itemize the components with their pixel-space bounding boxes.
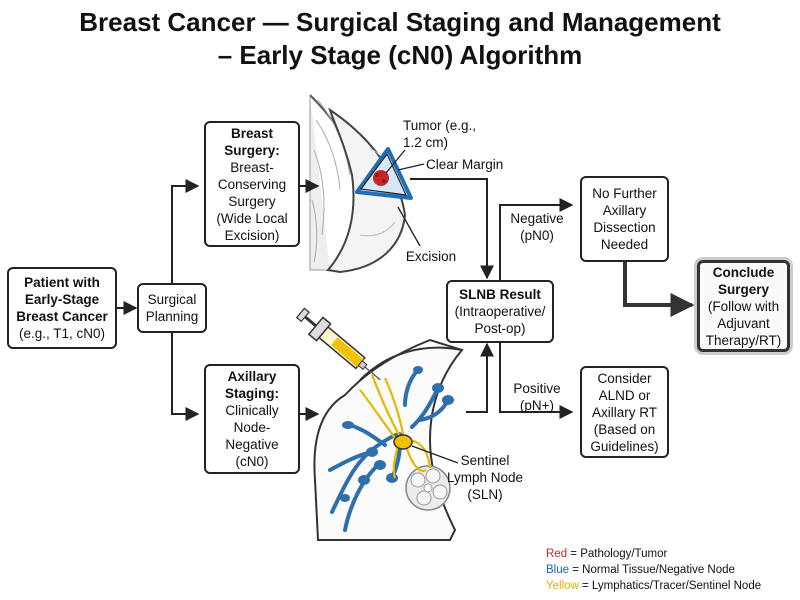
node-slnb-title: SLNB Result bbox=[459, 287, 541, 302]
legend: Red = Pathology/Tumor Blue = Normal Tiss… bbox=[546, 546, 761, 594]
axilla-illustration bbox=[295, 307, 464, 541]
node-axillary-staging: Axillary Staging: Clinically Node-Negati… bbox=[204, 364, 300, 474]
legend-item-red: Red = Pathology/Tumor bbox=[546, 546, 761, 562]
node-conclude-surgery: Conclude Surgery (Follow with Adjuvant T… bbox=[697, 260, 790, 352]
flow-connectors bbox=[116, 178, 574, 421]
legend-key-blue: Blue bbox=[546, 564, 570, 576]
node-axillary-title: Axillary Staging: bbox=[225, 369, 279, 401]
node-axillary-detail: Clinically Node-Negative (cN0) bbox=[225, 403, 279, 469]
annotation-clear-margin: Clear Margin bbox=[426, 157, 504, 172]
annotation-excision: Excision bbox=[405, 249, 457, 264]
node-consider-label: Consider ALND or Axillary RT (Based on G… bbox=[590, 370, 659, 454]
breast-illustration bbox=[309, 94, 425, 274]
to-conclude-connector bbox=[623, 262, 695, 317]
node-planning-label: Surgical Planning bbox=[145, 292, 199, 324]
node-no-further-label: No Further Axillary Dissection Needed bbox=[592, 186, 657, 252]
node-slnb-detail: (Intraoperative/ Post-op) bbox=[454, 304, 546, 336]
diagram-title: Breast Cancer — Surgical Staging and Man… bbox=[0, 6, 800, 72]
edge-label-negative: Negative (pN0) bbox=[510, 211, 564, 243]
sentinel-node bbox=[393, 434, 413, 450]
legend-text-red: = Pathology/Tumor bbox=[567, 548, 668, 560]
mammary-gland bbox=[405, 465, 451, 511]
title-line-1: Breast Cancer — Surgical Staging and Man… bbox=[79, 7, 721, 37]
node-breast-surgery: Breast Surgery: Breast-Conserving Surger… bbox=[204, 121, 300, 247]
node-breast-surgery-detail: Breast-Conserving Surgery (Wide Local Ex… bbox=[216, 159, 288, 243]
legend-text-yellow: = Lymphatics/Tracer/Sentinel Node bbox=[578, 580, 762, 592]
annotation-sentinel-node: Sentinel Lymph Node (SLN) bbox=[446, 453, 524, 502]
legend-item-yellow: Yellow = Lymphatics/Tracer/Sentinel Node bbox=[546, 578, 761, 594]
annotation-tumor: Tumor (e.g., 1.2 cm) bbox=[403, 118, 477, 150]
legend-text-blue: = Normal Tissue/Negative Node bbox=[569, 564, 735, 576]
legend-key-red: Red bbox=[546, 548, 568, 560]
node-conclude-title: Conclude Surgery bbox=[712, 264, 775, 297]
legend-key-yellow: Yellow bbox=[546, 580, 579, 592]
title-line-2: – Early Stage (cN0) Algorithm bbox=[217, 40, 583, 70]
node-surgical-planning: Surgical Planning bbox=[137, 283, 207, 333]
node-slnb-result: SLNB Result (Intraoperative/ Post-op) bbox=[446, 280, 554, 343]
node-conclude-detail: (Follow with Adjuvant Therapy/RT) bbox=[705, 298, 782, 348]
edge-label-positive: Positive (pN+) bbox=[513, 381, 561, 413]
node-consider-alnd: Consider ALND or Axillary RT (Based on G… bbox=[580, 366, 669, 458]
node-patient: Patient with Early-Stage Breast Cancer (… bbox=[7, 267, 117, 349]
node-patient-detail: (e.g., T1, cN0) bbox=[18, 326, 106, 341]
node-breast-surgery-title: Breast Surgery: bbox=[224, 125, 280, 158]
node-patient-title: Patient with Early-Stage Breast Cancer bbox=[16, 275, 108, 324]
tracer-syringe-icon bbox=[295, 307, 381, 381]
legend-item-blue: Blue = Normal Tissue/Negative Node bbox=[546, 562, 761, 578]
node-no-further-dissection: No Further Axillary Dissection Needed bbox=[580, 176, 669, 262]
